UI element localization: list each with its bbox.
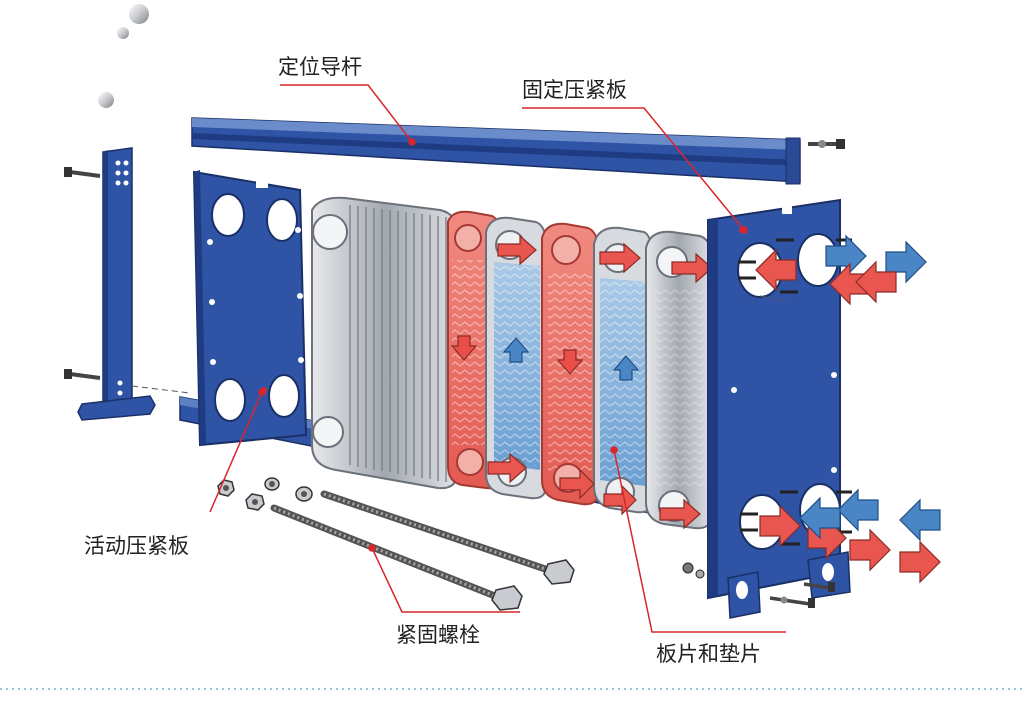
bolt bbox=[803, 582, 835, 592]
leader-tie-bolts bbox=[368, 544, 520, 613]
leader-lines bbox=[209, 84, 786, 633]
leader-plates-gaskets bbox=[610, 446, 786, 633]
guide-bar bbox=[191, 117, 845, 185]
leader-movable-plate bbox=[209, 388, 266, 513]
cold-plate bbox=[593, 226, 653, 514]
label-movable-plate: 活动压紧板 bbox=[84, 534, 189, 558]
nut bbox=[245, 493, 265, 511]
tie-bolts bbox=[217, 477, 575, 611]
alignment-lines bbox=[131, 295, 791, 394]
bolt bbox=[769, 596, 815, 608]
support-column bbox=[64, 147, 156, 421]
bubble bbox=[98, 92, 114, 108]
bubble bbox=[129, 4, 149, 24]
label-fixed-plate: 固定压紧板 bbox=[522, 78, 627, 102]
leader-fixed-plate bbox=[522, 107, 748, 234]
flow-arrows-internal bbox=[487, 234, 713, 530]
label-plates-gaskets: 板片和垫片 bbox=[656, 642, 761, 666]
nut bbox=[295, 486, 313, 502]
bolt bbox=[64, 369, 101, 380]
label-guide-bar: 定位导杆 bbox=[278, 55, 362, 79]
bolt bbox=[808, 139, 845, 149]
bolt bbox=[270, 504, 523, 611]
plate-pack bbox=[311, 196, 713, 530]
leader-guide-bar bbox=[280, 84, 416, 146]
bubble bbox=[117, 27, 129, 39]
gray-plate-stack bbox=[311, 196, 459, 490]
nut bbox=[682, 562, 705, 579]
label-tie-bolts: 紧固螺栓 bbox=[396, 623, 480, 647]
decorative-bubbles bbox=[98, 4, 149, 108]
nut bbox=[264, 477, 280, 491]
flow-arrows-external bbox=[755, 234, 941, 584]
bolt bbox=[64, 167, 101, 178]
cold-plate bbox=[485, 216, 547, 500]
movable-pressure-plate bbox=[192, 170, 308, 447]
bolt bbox=[320, 490, 575, 585]
gray-plate bbox=[645, 230, 713, 530]
hot-plate bbox=[541, 222, 599, 506]
